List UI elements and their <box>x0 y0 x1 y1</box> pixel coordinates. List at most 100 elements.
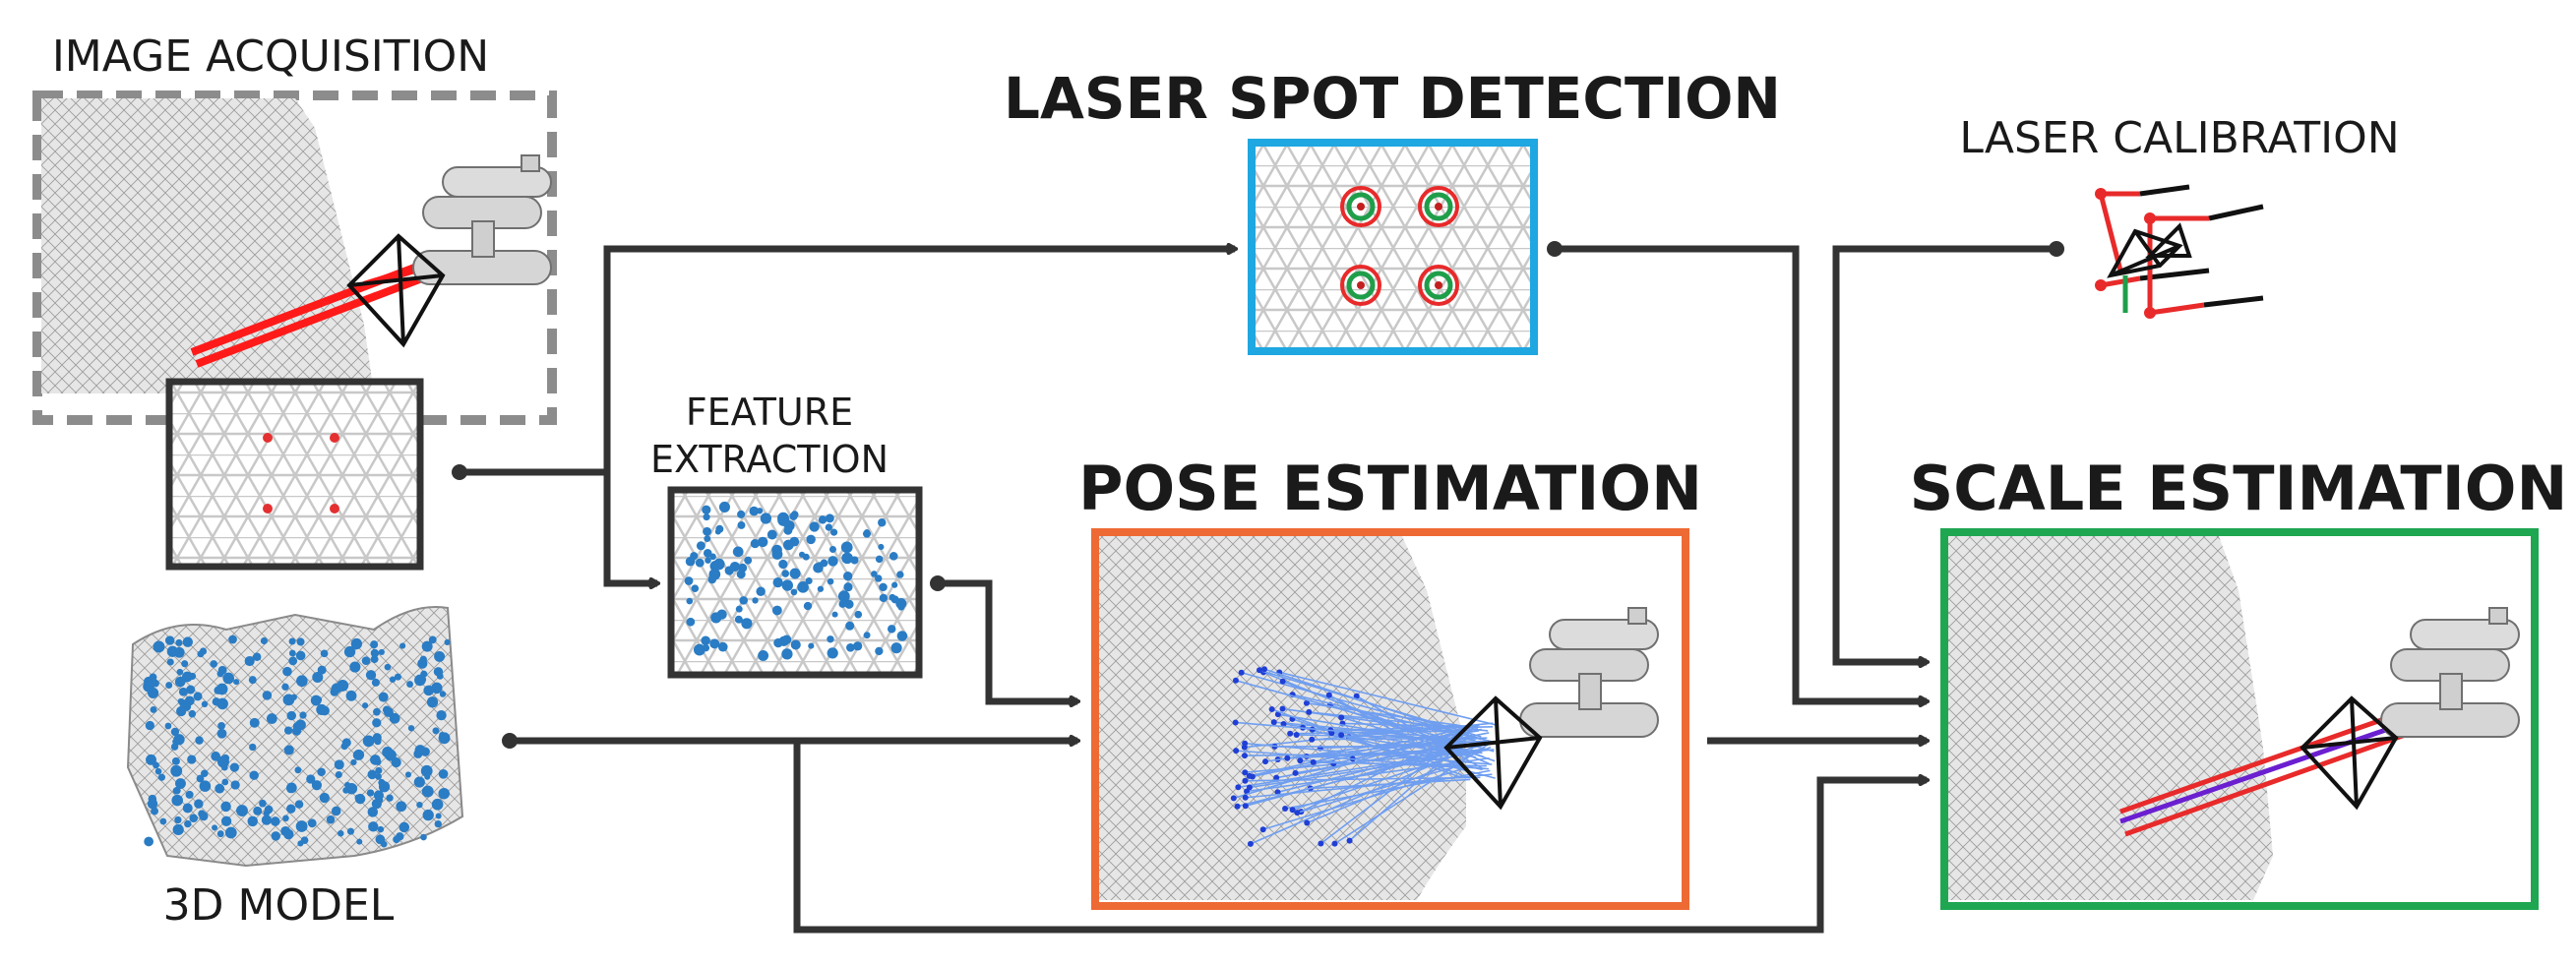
feature-point <box>798 551 806 558</box>
feature-point <box>878 543 885 551</box>
model-point <box>375 834 386 845</box>
match-line <box>1249 724 1480 777</box>
model-point <box>252 652 262 662</box>
model-point <box>283 831 292 840</box>
match-point <box>1235 784 1242 791</box>
feature-point <box>771 548 783 560</box>
model-point <box>421 640 433 652</box>
feature-point <box>684 576 694 585</box>
match-line <box>1245 776 1481 782</box>
calibration-geometry-icon <box>2098 184 2264 316</box>
model-point <box>345 690 357 701</box>
scale-estimation-label: SCALE ESTIMATION <box>1910 453 2568 524</box>
model-point <box>164 635 175 645</box>
feature-point <box>685 557 696 567</box>
feature-point <box>686 617 696 627</box>
image-acquisition-label: IMAGE ACQUISITION <box>52 31 489 82</box>
extracted-feature-points <box>684 501 908 661</box>
model-point <box>282 666 292 677</box>
match-line <box>1279 671 1496 726</box>
pose-estimation-group: POSE ESTIMATION <box>1078 453 1702 910</box>
feature-point <box>790 588 798 596</box>
match-point <box>1280 720 1287 727</box>
feature-point <box>752 597 759 604</box>
match-point <box>1238 669 1245 676</box>
model-3d-label: 3D MODEL <box>163 880 395 931</box>
model-point <box>413 776 425 788</box>
model-point <box>147 687 159 699</box>
match-point <box>1233 748 1240 755</box>
feature-point <box>717 641 728 652</box>
model-point <box>170 743 179 751</box>
model-point <box>432 727 440 735</box>
match-point <box>1297 757 1304 764</box>
match-line <box>1263 668 1463 735</box>
match-point <box>1292 769 1299 776</box>
feature-point <box>767 529 777 540</box>
model-point <box>436 709 447 721</box>
feature-point <box>735 605 743 613</box>
model-point <box>201 700 209 708</box>
feature-point <box>704 535 711 543</box>
model-point <box>296 637 305 646</box>
model-point <box>366 789 375 797</box>
model-point <box>144 836 154 847</box>
model-point <box>377 825 385 833</box>
model-point <box>214 686 222 694</box>
model-point <box>216 697 228 710</box>
feature-point <box>734 615 743 624</box>
model-point <box>199 780 212 792</box>
feature-point <box>744 556 753 565</box>
match-point <box>1282 806 1289 813</box>
model-point <box>399 821 410 833</box>
model-point <box>259 799 267 808</box>
feature-point <box>771 605 782 616</box>
match-point <box>1241 753 1248 759</box>
feature-point <box>871 571 878 577</box>
model-point <box>362 702 369 709</box>
model-point <box>368 821 379 832</box>
model-point <box>335 770 342 779</box>
arrow-calibration-to-scale <box>1832 245 2056 662</box>
model-point <box>417 658 428 669</box>
model-point <box>350 758 357 766</box>
match-line <box>1297 764 1459 814</box>
arrow-to-laser-spot <box>603 249 1235 472</box>
feature-point <box>733 563 740 570</box>
model-point <box>189 672 197 680</box>
feature-extraction-label-line2: EXTRACTION <box>650 438 889 481</box>
match-point <box>1256 667 1262 674</box>
feature-point <box>875 574 883 582</box>
model-point <box>233 679 240 686</box>
model-point <box>378 648 385 656</box>
feature-point <box>777 512 789 524</box>
match-line <box>1334 744 1489 845</box>
feature-point <box>889 552 898 561</box>
match-point <box>1353 693 1360 699</box>
model-point <box>211 751 220 761</box>
feature-point <box>695 558 705 568</box>
model-point <box>271 831 281 841</box>
feature-point <box>808 642 815 649</box>
model-point <box>295 650 306 661</box>
feature-point <box>803 601 813 611</box>
model-point <box>212 824 218 831</box>
model-point <box>217 721 225 730</box>
model-point <box>299 711 307 719</box>
match-point <box>1287 730 1294 737</box>
model-point <box>296 675 308 688</box>
model-point <box>372 733 382 743</box>
model-point <box>220 815 232 826</box>
model-point <box>261 815 273 825</box>
model-point <box>172 823 184 836</box>
model-point <box>320 649 329 658</box>
acquisition-seafloor-mesh <box>41 98 374 393</box>
match-point <box>1328 730 1335 737</box>
feature-point <box>843 582 853 592</box>
feature-point <box>749 506 760 516</box>
feature-point <box>781 570 790 577</box>
model-point <box>444 638 451 646</box>
match-point <box>1318 840 1324 847</box>
model-point <box>186 685 196 694</box>
feature-point <box>878 518 887 527</box>
